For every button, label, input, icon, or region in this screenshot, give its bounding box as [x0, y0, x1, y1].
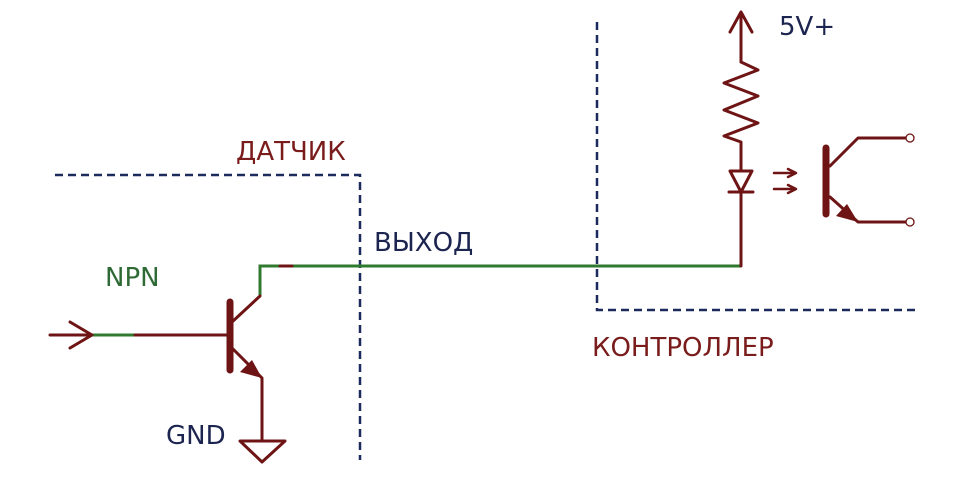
controller-label: КОНТРОЛЛЕР	[592, 333, 774, 363]
output-label: ВЫХОД	[374, 228, 473, 258]
npn-emitter	[230, 346, 264, 442]
supply-arrow-icon	[728, 10, 754, 64]
controller-boundary	[595, 22, 920, 312]
sensor-boundary	[55, 173, 362, 460]
sensor-label: ДАТЧИК	[236, 137, 346, 167]
resistor-icon	[722, 60, 760, 172]
output-terminal-icon	[905, 133, 915, 143]
phototransistor-collector	[828, 136, 909, 168]
output-terminal-icon	[905, 217, 915, 227]
npn-label: NPN	[105, 263, 160, 293]
led-icon	[727, 169, 755, 268]
input-arrow-icon	[48, 320, 94, 350]
gnd-label: GND	[166, 421, 226, 451]
light-arrows-icon	[772, 167, 798, 195]
output-wire	[258, 264, 741, 296]
phototransistor-emitter	[828, 195, 909, 224]
npn-collector	[230, 294, 262, 324]
npn-emitter-arrow-icon	[240, 360, 262, 378]
ground-icon	[238, 439, 287, 464]
phototransistor-emitter-arrow-icon	[836, 204, 858, 222]
supply-label: 5V+	[779, 12, 835, 42]
